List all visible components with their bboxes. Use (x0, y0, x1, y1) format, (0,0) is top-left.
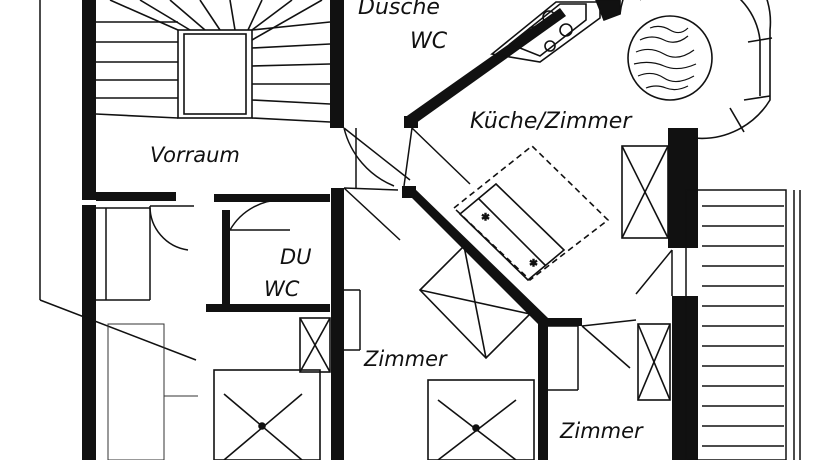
wall-vorraum-bottom (96, 192, 176, 201)
wood-grain (633, 25, 697, 91)
beds (213, 369, 535, 460)
door-vorraum-lower (343, 187, 401, 241)
dining-table: * * (452, 144, 610, 282)
bed-left (213, 369, 321, 460)
label-kueche-zimmer: Küche/Zimmer (470, 109, 633, 134)
label-zimmer-right: Zimmer (559, 419, 644, 443)
wall-center-diagonal (402, 186, 548, 324)
label-du-wc: WC (264, 277, 300, 301)
wall-duwc-bottom (206, 304, 330, 312)
door-duwc (229, 199, 290, 231)
stove-burner-2 (559, 23, 573, 37)
wall-post-1 (404, 116, 418, 128)
wall-right-middle (672, 296, 698, 440)
stove-burner-1 (542, 10, 556, 24)
walls (82, 0, 698, 460)
staircase-upper (95, 0, 331, 123)
table-top (627, 15, 713, 101)
door-kitchen (403, 127, 471, 187)
door-vorraum-upper (343, 127, 411, 187)
staircase-right (702, 205, 784, 447)
wall-left-upper (82, 0, 96, 200)
door-right-room (635, 249, 673, 296)
label-vorraum: Vorraum (150, 143, 240, 167)
chair-mark-2: * (530, 258, 537, 274)
wall-left-lower (82, 205, 96, 460)
label-zimmer-center: Zimmer (363, 347, 448, 371)
kitchen-counter (490, 0, 621, 63)
door-left-small (149, 205, 194, 251)
bed-center (427, 379, 535, 460)
wall-lower-right-step (538, 318, 548, 460)
stair-well (177, 29, 253, 119)
stove-burner-3 (544, 40, 556, 52)
cupboards (299, 145, 671, 401)
wall-stair-right (330, 0, 344, 128)
doors (149, 127, 673, 369)
wall-right-upper (668, 128, 698, 248)
thin-lines (39, 0, 801, 460)
wall-vorraum-bottom-right (214, 194, 330, 202)
wall-lower-right-top (538, 318, 582, 326)
label-dusche-wc: WC (410, 29, 448, 54)
chair-mark-1: * (482, 212, 489, 228)
wall-center-vertical (331, 188, 344, 460)
label-du: DU (280, 245, 312, 269)
wall-right-lower (672, 438, 698, 460)
wall-post-2 (402, 186, 416, 198)
bathtub (107, 323, 198, 460)
wall-kitchen-diagonal (404, 8, 566, 126)
round-table (619, 0, 773, 140)
door-lower-right (581, 319, 637, 369)
label-dusche: Dusche (358, 0, 440, 20)
stove-burner-4 (527, 26, 539, 38)
wall-duwc-left (222, 210, 230, 308)
